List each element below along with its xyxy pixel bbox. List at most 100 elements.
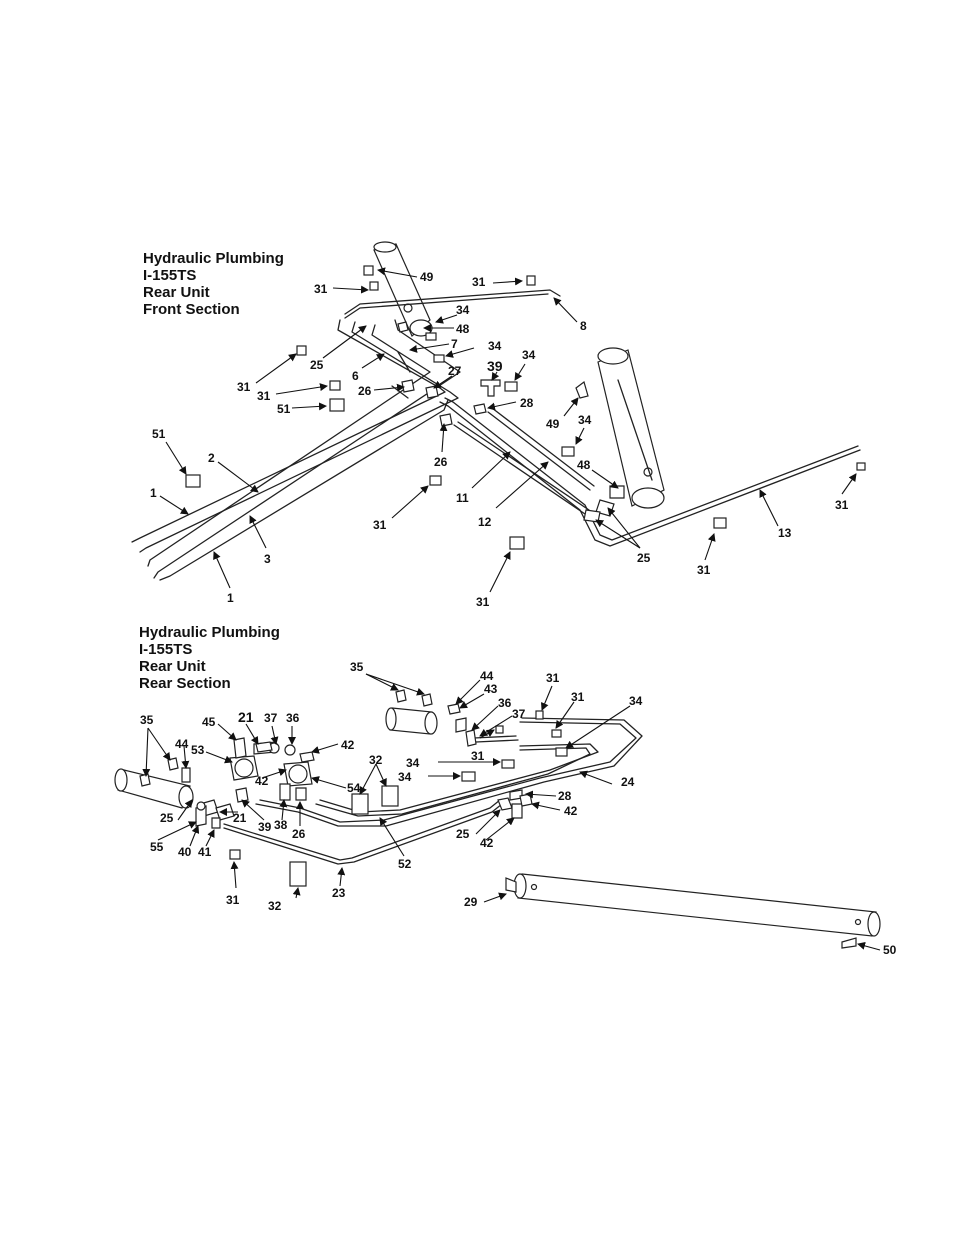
rear-section-drawing: 35 44 43 31 31 34 36 37 45 21 37 36 42 3… <box>114 660 897 957</box>
callout-rear-52: 52 <box>398 857 412 871</box>
callout-front-8: 8 <box>580 319 587 333</box>
callout-front-26b: 26 <box>434 455 448 469</box>
front-title-line-3: Rear Unit <box>143 284 210 301</box>
callout-rear-37a: 37 <box>512 707 526 721</box>
callout-rear-37b: 37 <box>264 711 278 725</box>
rear-cylinder-left <box>114 768 194 809</box>
callout-rear-39: 39 <box>258 820 272 834</box>
callout-front-1a: 1 <box>150 486 157 500</box>
callout-front-28: 28 <box>520 396 534 410</box>
callout-rear-35b: 35 <box>140 713 154 727</box>
callout-rear-31c: 31 <box>471 749 485 763</box>
callout-rear-31d: 31 <box>226 893 240 907</box>
callout-front-27: 27 <box>448 364 462 378</box>
front-title-line-4: Front Section <box>143 301 240 318</box>
rear-title-line-4: Rear Section <box>139 675 231 692</box>
callout-front-31g: 31 <box>476 595 490 609</box>
callout-front-31c: 31 <box>237 380 251 394</box>
callout-rear-25b: 25 <box>160 811 174 825</box>
callout-rear-34c: 34 <box>398 770 412 784</box>
callout-front-25b: 25 <box>637 551 651 565</box>
callout-front-11: 11 <box>456 491 469 505</box>
callout-rear-35a: 35 <box>350 660 364 674</box>
front-callout-labels: 49 31 31 8 34 48 25 7 34 39 34 31 6 26 2… <box>150 270 849 609</box>
front-section-title: Hydraulic Plumbing I-155TS Rear Unit Fro… <box>143 250 284 318</box>
callout-rear-40: 40 <box>178 845 192 859</box>
callout-front-12: 12 <box>478 515 492 529</box>
rear-cylinder-top <box>385 707 438 735</box>
rear-title-line-1: Hydraulic Plumbing <box>139 624 280 641</box>
callout-rear-31b: 31 <box>571 690 585 704</box>
callout-front-49a: 49 <box>420 270 434 284</box>
callout-rear-38: 38 <box>274 818 288 832</box>
callout-front-34d: 34 <box>578 413 592 427</box>
callout-rear-21b: 21 <box>233 811 247 825</box>
callout-rear-32a: 32 <box>369 753 383 767</box>
rear-large-cylinder <box>513 873 881 937</box>
callout-rear-42d: 42 <box>480 836 494 850</box>
callout-rear-25a: 25 <box>456 827 470 841</box>
callout-front-31f: 31 <box>697 563 711 577</box>
callout-front-26a: 26 <box>358 384 372 398</box>
front-leaders <box>159 267 857 593</box>
callout-front-48b: 48 <box>577 458 591 472</box>
callout-front-31e: 31 <box>373 518 387 532</box>
callout-rear-42a: 42 <box>341 738 355 752</box>
callout-rear-32b: 32 <box>268 899 282 913</box>
callout-rear-44b: 44 <box>175 737 189 751</box>
callout-rear-34b: 34 <box>406 756 420 770</box>
callout-rear-42b: 42 <box>255 774 269 788</box>
callout-rear-21a: 21 <box>238 709 254 725</box>
rear-section-title: Hydraulic Plumbing I-155TS Rear Unit Rea… <box>139 624 280 692</box>
callout-front-49b: 49 <box>546 417 560 431</box>
callout-front-1b: 1 <box>227 591 234 605</box>
front-pipes <box>131 289 861 581</box>
callout-front-34b: 34 <box>488 339 502 353</box>
callout-front-34a: 34 <box>456 303 470 317</box>
callout-front-6: 6 <box>352 369 359 383</box>
front-left-cylinder <box>373 241 433 337</box>
rear-title-line-2: I-155TS <box>139 641 193 658</box>
callout-front-48a: 48 <box>456 322 470 336</box>
callout-front-25a: 25 <box>310 358 324 372</box>
callout-rear-54: 54 <box>347 781 361 795</box>
callout-rear-43: 43 <box>484 682 498 696</box>
callout-front-34c: 34 <box>522 348 536 362</box>
callout-rear-31a: 31 <box>546 671 560 685</box>
callout-rear-29: 29 <box>464 895 478 909</box>
callout-rear-36b: 36 <box>286 711 300 725</box>
front-right-cylinder <box>597 347 665 509</box>
callout-front-2: 2 <box>208 451 215 465</box>
callout-rear-24: 24 <box>621 775 635 789</box>
callout-rear-23: 23 <box>332 886 346 900</box>
rear-callout-labels: 35 44 43 31 31 34 36 37 45 21 37 36 42 3… <box>140 660 897 957</box>
callout-rear-41: 41 <box>198 845 212 859</box>
front-section-drawing: 49 31 31 8 34 48 25 7 34 39 34 31 6 26 2… <box>131 241 866 609</box>
callout-front-3: 3 <box>264 552 271 566</box>
callout-front-13: 13 <box>778 526 792 540</box>
callout-front-39: 39 <box>487 358 503 374</box>
rear-leaders <box>142 673 881 951</box>
callout-front-31b: 31 <box>472 275 486 289</box>
callout-rear-26: 26 <box>292 827 306 841</box>
callout-front-31a: 31 <box>314 282 328 296</box>
callout-front-51b: 51 <box>152 427 166 441</box>
front-title-line-2: I-155TS <box>143 267 197 284</box>
callout-rear-44a: 44 <box>480 669 494 683</box>
callout-rear-36a: 36 <box>498 696 512 710</box>
rear-fittings <box>139 689 857 949</box>
callout-rear-55: 55 <box>150 840 164 854</box>
callout-rear-42c: 42 <box>564 804 578 818</box>
callout-front-51a: 51 <box>277 402 291 416</box>
callout-rear-28: 28 <box>558 789 572 803</box>
callout-front-31h: 31 <box>835 498 849 512</box>
callout-rear-53: 53 <box>191 743 205 757</box>
callout-rear-50: 50 <box>883 943 897 957</box>
callout-front-31d: 31 <box>257 389 271 403</box>
front-title-line-1: Hydraulic Plumbing <box>143 250 284 267</box>
rear-title-line-3: Rear Unit <box>139 658 206 675</box>
callout-front-7: 7 <box>451 337 458 351</box>
callout-rear-45: 45 <box>202 715 216 729</box>
